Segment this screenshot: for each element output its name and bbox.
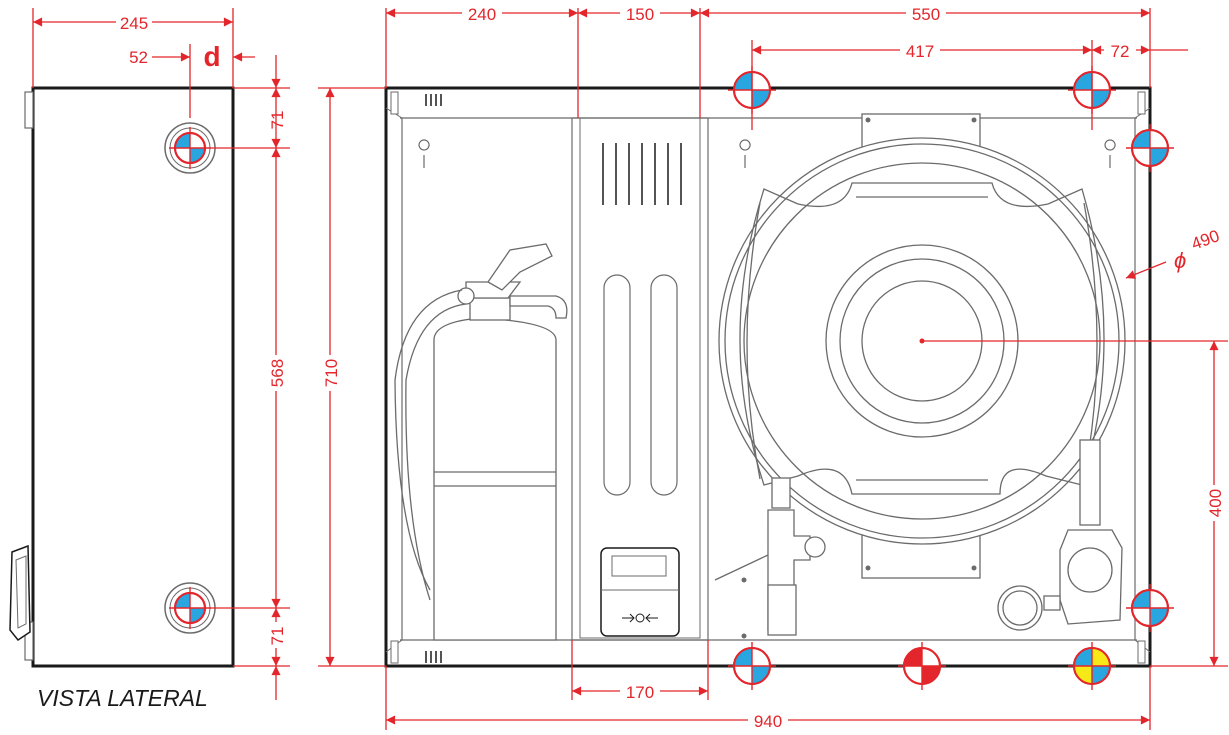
marker-right-bottom xyxy=(1126,584,1174,632)
dim-side-offset-symbol: d xyxy=(203,41,220,72)
side-hinge-top xyxy=(24,91,34,129)
fire-extinguisher xyxy=(394,243,568,641)
vent-top xyxy=(425,94,442,106)
dim-reel-diameter: 490 xyxy=(1189,226,1222,254)
dim-bottom-inner: 170 xyxy=(626,683,654,702)
side-view-caption: VISTA LATERAL xyxy=(37,685,208,711)
marker-side-inlet-bottom xyxy=(169,587,211,629)
dim-top-right: 550 xyxy=(912,5,940,24)
center-panel xyxy=(579,117,701,639)
dim-reel-diameter-symbol: ϕ xyxy=(1174,248,1186,273)
side-handle xyxy=(9,544,31,642)
dim-side-offset: 52 xyxy=(129,48,148,67)
center-vent xyxy=(602,143,682,205)
marker-bottom-right xyxy=(1068,642,1116,690)
front-view xyxy=(384,86,1152,668)
dim-side-top: 71 xyxy=(268,111,287,130)
connection-markers xyxy=(169,66,1174,690)
marker-right-top xyxy=(1126,124,1174,172)
side-handle-inner xyxy=(15,555,27,629)
marker-side-inlet-top xyxy=(169,127,211,169)
marker-bottom-center xyxy=(898,642,946,690)
dim-top-left: 240 xyxy=(468,5,496,24)
dim-reel-axis-height: 400 xyxy=(1206,489,1225,517)
side-view xyxy=(9,86,235,668)
dim-side-width: 245 xyxy=(120,14,148,33)
vent-bottom xyxy=(425,651,442,663)
dim-total-width: 940 xyxy=(754,712,782,731)
dim-total-height: 710 xyxy=(322,359,341,387)
dim-reel-span: 417 xyxy=(906,42,934,61)
dim-reel-edge: 72 xyxy=(1111,42,1130,61)
dim-side-middle: 568 xyxy=(268,359,287,387)
side-cabinet-outline xyxy=(31,86,235,668)
keyhole-mounts xyxy=(418,139,1116,168)
alarm-button-device xyxy=(600,547,680,637)
dim-side-bottom: 71 xyxy=(268,627,287,646)
dim-top-middle: 150 xyxy=(626,5,654,24)
marker-bottom-left xyxy=(728,642,776,690)
